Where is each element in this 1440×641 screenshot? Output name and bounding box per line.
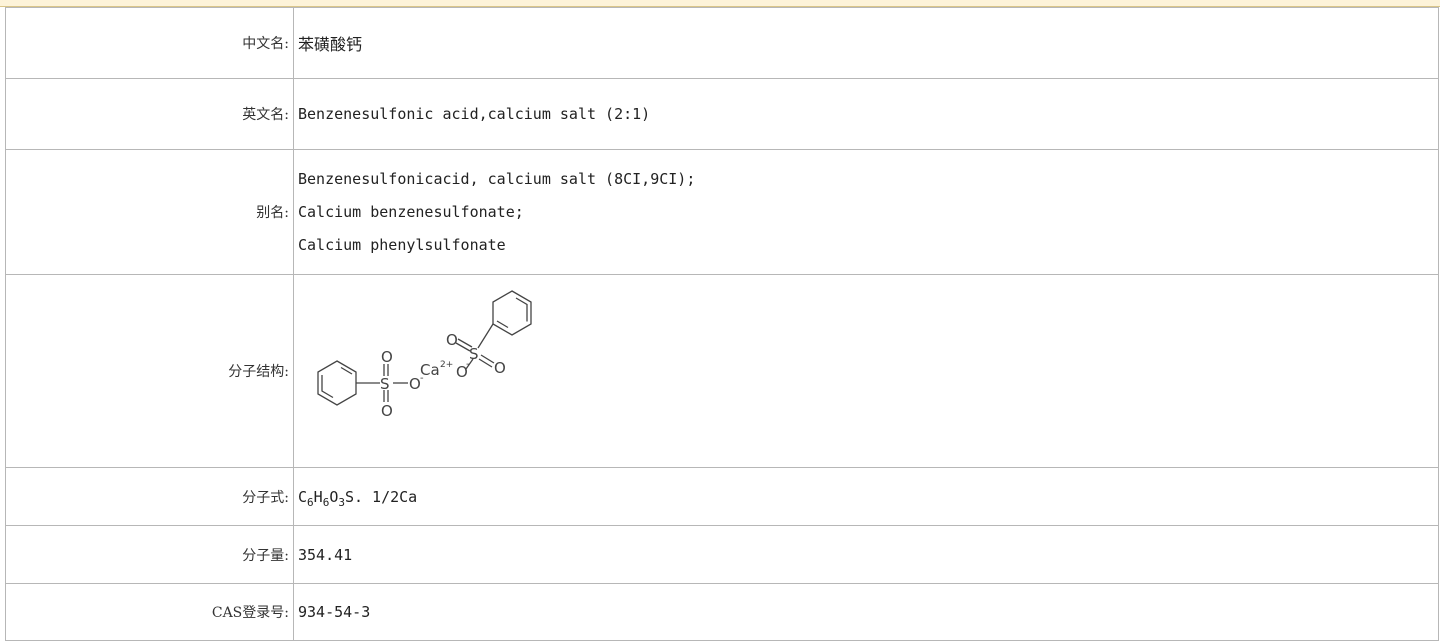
atom-ca: Ca: [420, 361, 440, 379]
row-structure: 分子结构:: [5, 274, 1439, 468]
aliases-label: 别名:: [5, 149, 294, 275]
formula-subscript: 3: [338, 495, 345, 509]
upper-ring-double-bond: [496, 320, 509, 329]
english-name-value: Benzenesulfonic acid,calcium salt (2:1): [293, 78, 1439, 150]
top-highlight-bar: [0, 0, 1440, 7]
lower-ring-double-bond: [321, 375, 334, 399]
bond-ring-s: [477, 323, 494, 349]
atom-charge: -: [466, 359, 470, 370]
formula-subscript: 6: [307, 495, 314, 509]
formula-label: 分子式:: [5, 467, 294, 526]
atom-s: S: [469, 345, 479, 363]
atom-charge: 2+: [440, 360, 453, 370]
aliases-value: Benzenesulfonicacid, calcium salt (8CI,9…: [293, 149, 1439, 275]
molecular-structure-image: O S O Ca 2+ O - O S O - O: [317, 290, 532, 420]
atom-s: S: [380, 375, 390, 393]
atom-o: O: [381, 348, 393, 366]
formula-value: C6H6O3S. 1/2Ca: [293, 467, 1439, 526]
atom-o: O: [494, 359, 506, 377]
molecular-weight-label: 分子量:: [5, 525, 294, 584]
formula-part: O: [329, 487, 339, 506]
atom-charge: -: [420, 373, 424, 384]
bond-s-o-double: [455, 342, 471, 352]
cas-label: CAS登录号:: [5, 583, 294, 641]
row-formula: 分子式: C6H6O3S. 1/2Ca: [5, 467, 1439, 526]
chinese-name-label: 中文名:: [5, 7, 294, 79]
bond-s-o-double: [480, 354, 495, 364]
row-aliases: 别名: Benzenesulfonicacid, calcium salt (8…: [5, 149, 1439, 275]
alias-item: Benzenesulfonicacid, calcium salt (8CI,9…: [298, 169, 696, 188]
atom-o: O: [381, 402, 393, 420]
structure-label: 分子结构:: [5, 274, 294, 468]
english-name-label: 英文名:: [5, 78, 294, 150]
formula-part: H: [313, 487, 323, 506]
formula-subscript: 6: [322, 495, 330, 509]
atom-o: O: [446, 331, 458, 349]
compound-properties-table: 中文名: 苯磺酸钙 英文名: Benzenesulfonic acid,calc…: [5, 7, 1439, 641]
bond-s-o-double: [457, 338, 473, 348]
formula-part: C: [298, 487, 308, 506]
bond-s-o-double: [478, 358, 493, 368]
cas-value: 934-54-3: [293, 583, 1439, 641]
alias-item: Calcium benzenesulfonate;: [298, 202, 524, 221]
upper-ring-double-bond: [515, 297, 528, 322]
atom-o: O: [409, 375, 421, 393]
row-molecular-weight: 分子量: 354.41: [5, 525, 1439, 584]
atom-o: O: [456, 363, 468, 381]
upper-benzene-ring: [492, 290, 532, 336]
row-english-name: 英文名: Benzenesulfonic acid,calcium salt (…: [5, 78, 1439, 150]
row-cas: CAS登录号: 934-54-3: [5, 583, 1439, 641]
formula-part: S. 1/2Ca: [344, 487, 418, 506]
bond-s-o-single: [465, 358, 474, 370]
row-chinese-name: 中文名: 苯磺酸钙: [5, 7, 1439, 79]
molecular-weight-value: 354.41: [293, 525, 1439, 584]
structure-value: O S O Ca 2+ O - O S O - O: [293, 274, 1439, 468]
lower-ring-double-bond: [340, 366, 353, 375]
chinese-name-value: 苯磺酸钙: [293, 7, 1439, 79]
alias-item: Calcium phenylsulfonate: [298, 235, 506, 254]
lower-benzene-ring: [317, 360, 357, 406]
